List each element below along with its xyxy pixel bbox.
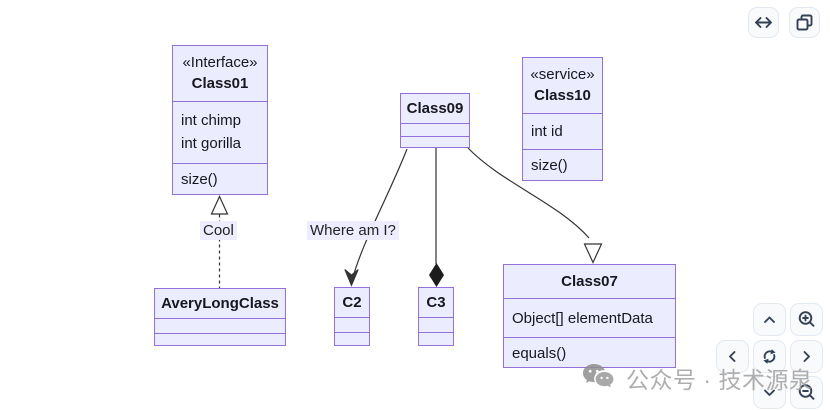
class09-attributes bbox=[401, 123, 469, 136]
pan-right-button[interactable] bbox=[790, 340, 823, 373]
attribute: int gorilla bbox=[181, 135, 242, 152]
chevron-up-icon bbox=[764, 316, 775, 323]
class10-title: «service» Class10 bbox=[523, 58, 602, 113]
class-box-class10: «service» Class10 int id size() bbox=[522, 57, 603, 181]
class07-title: Class07 bbox=[504, 265, 675, 298]
edge-class09-c2 bbox=[351, 148, 408, 280]
class07-attributes: Object[] elementData bbox=[504, 298, 675, 337]
horizontal-arrows-icon bbox=[755, 17, 772, 28]
averylongclass-title: AveryLongClass bbox=[155, 289, 285, 318]
class09-methods bbox=[401, 136, 469, 149]
composition-diamond-c3 bbox=[429, 263, 444, 287]
edge-label-cool: Cool bbox=[200, 221, 237, 240]
pan-down-button[interactable] bbox=[753, 376, 786, 409]
realization-arrowhead-class07 bbox=[583, 243, 603, 264]
c3-title: C3 bbox=[419, 288, 453, 317]
reset-view-button[interactable] bbox=[753, 340, 786, 373]
edge-class09-class07 bbox=[467, 147, 590, 239]
method: size() bbox=[531, 157, 568, 174]
averylongclass-name: AveryLongClass bbox=[161, 295, 279, 312]
edge-label-where-am-i: Where am I? bbox=[307, 221, 399, 240]
class07-name: Class07 bbox=[561, 273, 618, 290]
c3-methods bbox=[419, 332, 453, 347]
chevron-down-icon bbox=[764, 389, 775, 396]
class01-attributes: int chimp int gorilla bbox=[173, 101, 267, 163]
watermark: 公众号 · 技术源泉 bbox=[581, 361, 812, 395]
zoom-out-button[interactable] bbox=[790, 376, 823, 409]
class10-stereotype: «service» bbox=[530, 66, 595, 83]
class09-name: Class09 bbox=[406, 100, 464, 117]
magnifier-minus-icon bbox=[798, 384, 815, 400]
averylongclass-attributes bbox=[155, 318, 285, 333]
pan-up-button[interactable] bbox=[753, 303, 786, 336]
zoom-in-button[interactable] bbox=[790, 303, 823, 336]
c2-title: C2 bbox=[335, 288, 369, 317]
attribute: int id bbox=[531, 123, 563, 140]
class-box-c2: C2 bbox=[334, 287, 370, 346]
c2-name: C2 bbox=[342, 294, 362, 311]
wechat-logo-icon bbox=[583, 364, 614, 388]
magnifier-plus-icon bbox=[798, 311, 815, 327]
dependency-arrowhead-c2 bbox=[344, 269, 359, 287]
class01-name: Class01 bbox=[191, 75, 249, 92]
class-box-class09: Class09 bbox=[400, 93, 470, 148]
class10-name: Class10 bbox=[534, 87, 591, 104]
class01-title: «Interface» Class01 bbox=[173, 46, 267, 101]
c2-methods bbox=[335, 332, 369, 347]
refresh-icon bbox=[763, 349, 776, 364]
class-box-class07: Class07 Object[] elementData equals() bbox=[503, 264, 676, 368]
class-box-averylongclass: AveryLongClass bbox=[154, 288, 286, 346]
c2-attributes bbox=[335, 317, 369, 332]
class-box-class01: «Interface» Class01 int chimp int gorill… bbox=[172, 45, 268, 195]
chevron-left-icon bbox=[729, 351, 736, 362]
pan-left-button[interactable] bbox=[716, 340, 749, 373]
watermark-text: 公众号 · 技术源泉 bbox=[626, 367, 813, 393]
attribute: int chimp bbox=[181, 112, 242, 129]
chevron-right-icon bbox=[803, 351, 810, 362]
copy-button[interactable] bbox=[789, 7, 820, 38]
method: size() bbox=[181, 171, 218, 188]
class-box-c3: C3 bbox=[418, 287, 454, 346]
c3-attributes bbox=[419, 317, 453, 332]
class01-stereotype: «Interface» bbox=[182, 54, 258, 71]
fit-width-button[interactable] bbox=[748, 7, 779, 38]
class07-methods: equals() bbox=[504, 337, 675, 369]
class10-attributes: int id bbox=[523, 113, 602, 149]
class09-title: Class09 bbox=[401, 94, 469, 123]
c3-name: C3 bbox=[426, 294, 446, 311]
averylongclass-methods bbox=[155, 333, 285, 347]
realization-arrowhead-class01 bbox=[210, 195, 229, 215]
class10-methods: size() bbox=[523, 149, 602, 182]
method: equals() bbox=[512, 345, 567, 362]
copy-icon bbox=[796, 14, 813, 31]
attribute: Object[] elementData bbox=[512, 310, 653, 327]
class01-methods: size() bbox=[173, 163, 267, 196]
